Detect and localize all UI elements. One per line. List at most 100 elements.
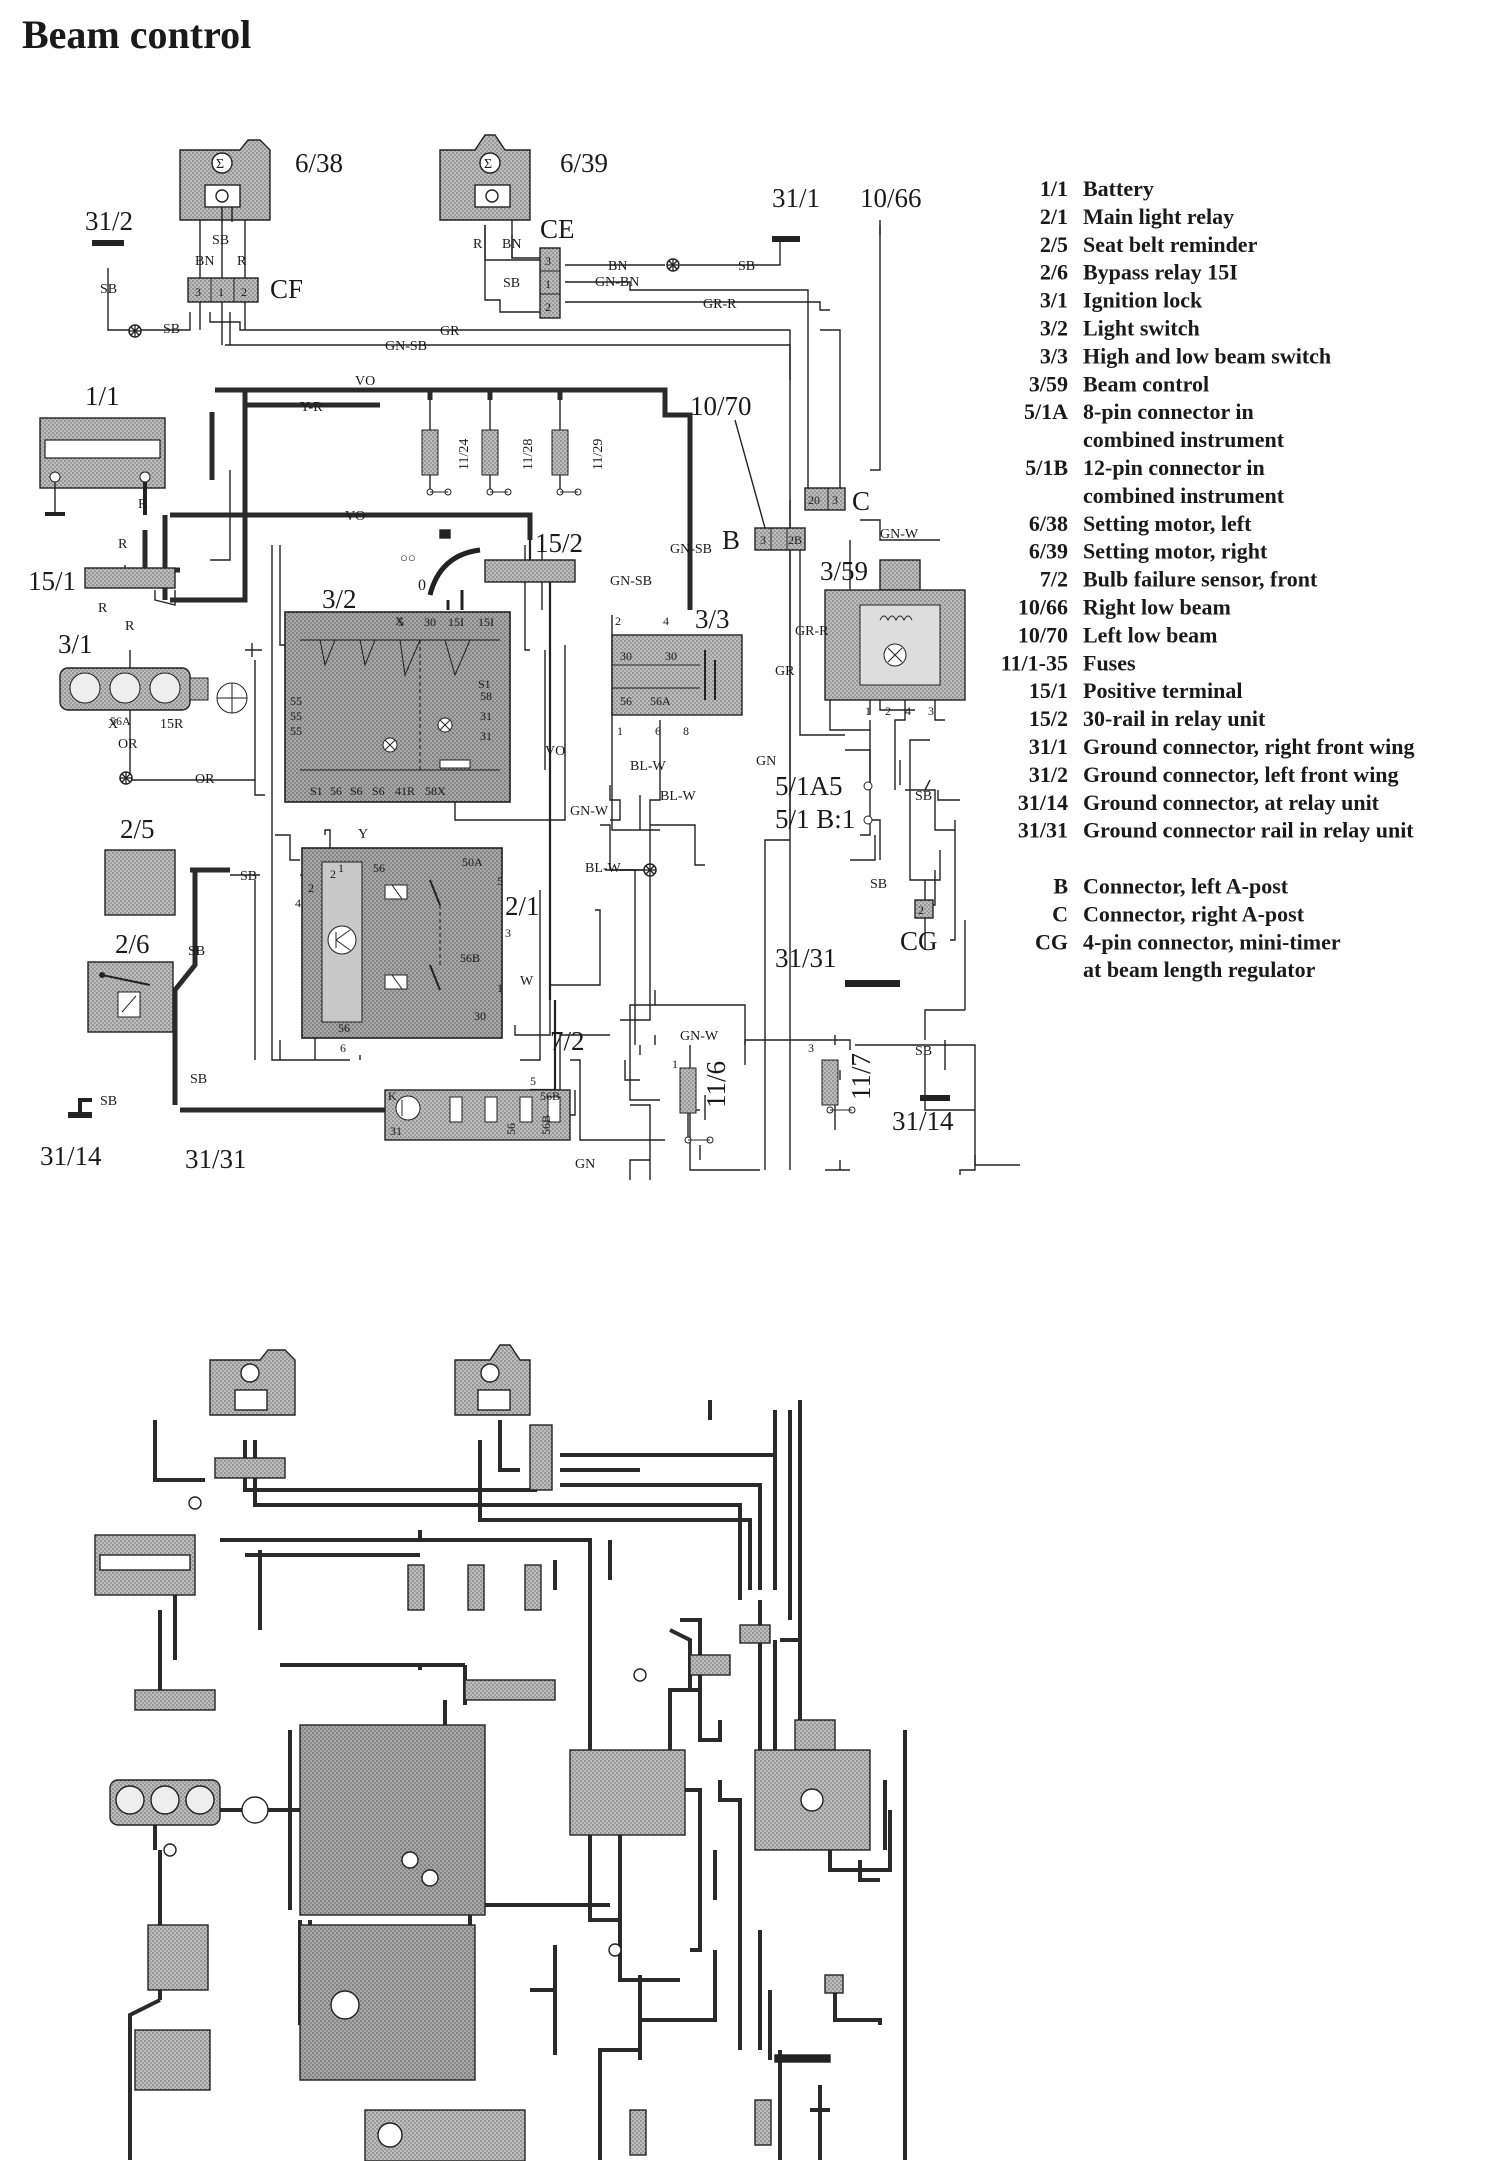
wire-label: GN-SB (610, 574, 652, 589)
wire-label: BL-W (660, 789, 697, 804)
pin: 31 (480, 709, 492, 723)
wire-label: SB (240, 869, 257, 884)
legend-code: 5/1A (1024, 399, 1068, 424)
legend-description: Ground connector, right front wing (1083, 734, 1414, 759)
pin: 1 (672, 1057, 678, 1071)
legend-code: 15/2 (1029, 706, 1068, 731)
legend-description: 30-rail in relay unit (1083, 706, 1266, 731)
pin: 30 (665, 649, 677, 663)
legend-code: 31/31 (1018, 818, 1068, 843)
label-cg: CG (900, 926, 938, 956)
legend-code: 6/38 (1029, 511, 1068, 536)
legend-code: 7/2 (1040, 567, 1068, 592)
motor-right: Σ (439, 134, 531, 221)
pin: 31 (390, 1124, 402, 1138)
label-cf: CF (270, 274, 303, 304)
wire-label: OR (118, 737, 138, 752)
pin: 1 (497, 981, 503, 995)
pin: 55 (290, 724, 302, 738)
ground-bar-left (68, 1112, 92, 1118)
legend-code: 31/2 (1029, 762, 1068, 787)
pin: 5 (398, 615, 404, 629)
pin: 55 (290, 709, 302, 723)
legend-description: Positive terminal (1083, 678, 1242, 703)
wire-label: X (108, 717, 118, 732)
bypass-relay (87, 961, 174, 1033)
lower-diagram-components (94, 1344, 871, 2161)
wire-label: GN-W (570, 804, 609, 819)
pin: 5 (530, 1074, 536, 1088)
wire-label: BL-W (630, 759, 667, 774)
svg-text:Σ: Σ (216, 157, 224, 172)
wire-label: R (118, 537, 128, 552)
legend-code: 3/1 (1040, 288, 1068, 313)
legend-description: Connector, right A-post (1083, 901, 1305, 926)
label-11-28: 11/28 (521, 439, 536, 470)
label-2-6: 2/6 (115, 929, 150, 959)
motor-left: Σ (179, 139, 271, 222)
legend-code: 2/6 (1040, 260, 1068, 285)
legend-description: combined instrument (1083, 427, 1285, 452)
wire-label: GN (756, 754, 776, 769)
pin: 2 (241, 285, 247, 299)
pin: 56 (620, 694, 632, 708)
legend-description: Ground connector, left front wing (1083, 762, 1399, 787)
wire-label: Y-R (300, 400, 323, 415)
wire-label: BN (502, 237, 521, 252)
ground-rail-31-31 (845, 980, 900, 987)
pin: 55 (290, 694, 302, 708)
wire-label: BN (195, 254, 214, 269)
fuse-11-6: 1 (672, 1057, 714, 1144)
wire-label: SB (503, 276, 520, 291)
pin: 1 (545, 277, 551, 291)
pin: 15I (478, 615, 494, 629)
rail-15-2 (484, 559, 576, 583)
label-6-39: 6/39 (560, 148, 608, 178)
legend-description: Battery (1083, 176, 1154, 201)
pin: 5 (497, 874, 503, 888)
high-low-beam-switch: 30 30 56 56A 2 4 1 6 8 (611, 614, 743, 738)
pin: 2 (545, 300, 551, 314)
pin: 3 (195, 285, 201, 299)
label-31-31: 31/31 (775, 943, 837, 973)
ground-bar-31-2 (92, 240, 124, 246)
label-11-6: 11/6 (701, 1061, 731, 1108)
legend-description: Ignition lock (1083, 288, 1203, 313)
wire-label: VO (345, 509, 365, 524)
legend-description: Seat belt reminder (1083, 232, 1258, 257)
label-15-1: 15/1 (28, 566, 76, 596)
wire-label: Y (358, 827, 368, 842)
legend-description: Bulb failure sensor, front (1083, 567, 1318, 592)
legend-code: 1/1 (1040, 176, 1068, 201)
label-11-7: 11/7 (846, 1053, 876, 1100)
pin: 30 (620, 649, 632, 663)
wire-label: GN-W (880, 527, 919, 542)
wire-label: GR-R (703, 297, 737, 312)
wire-label: BL-W (585, 861, 622, 876)
legend-description: 8-pin connector in (1083, 399, 1254, 424)
wire-label: SB (870, 877, 887, 892)
pin: 1 (218, 285, 224, 299)
label-5-1b1: 5/1 B:1 (775, 804, 855, 834)
legend-description: at beam length regulator (1083, 957, 1316, 982)
wire-label: VO (355, 374, 375, 389)
wire-label: R (237, 254, 247, 269)
pin: 20 (808, 493, 820, 507)
pin: K (388, 1089, 397, 1103)
legend-description: Setting motor, left (1083, 511, 1252, 536)
battery (39, 417, 166, 516)
wire-label: GN-SB (670, 542, 712, 557)
wire-label: GR (775, 664, 795, 679)
label-3-59: 3/59 (820, 556, 868, 586)
legend-description: Connector, left A-post (1083, 874, 1289, 899)
pin: 50A (462, 855, 483, 869)
pin: 58X (425, 784, 446, 798)
lamp-symbol-left (245, 643, 262, 657)
pin: 2 (885, 704, 891, 718)
wire-label: BN (608, 259, 627, 274)
label-3-3: 3/3 (695, 604, 730, 634)
wire-label: R (473, 237, 483, 252)
pin: 30 (474, 1009, 486, 1023)
